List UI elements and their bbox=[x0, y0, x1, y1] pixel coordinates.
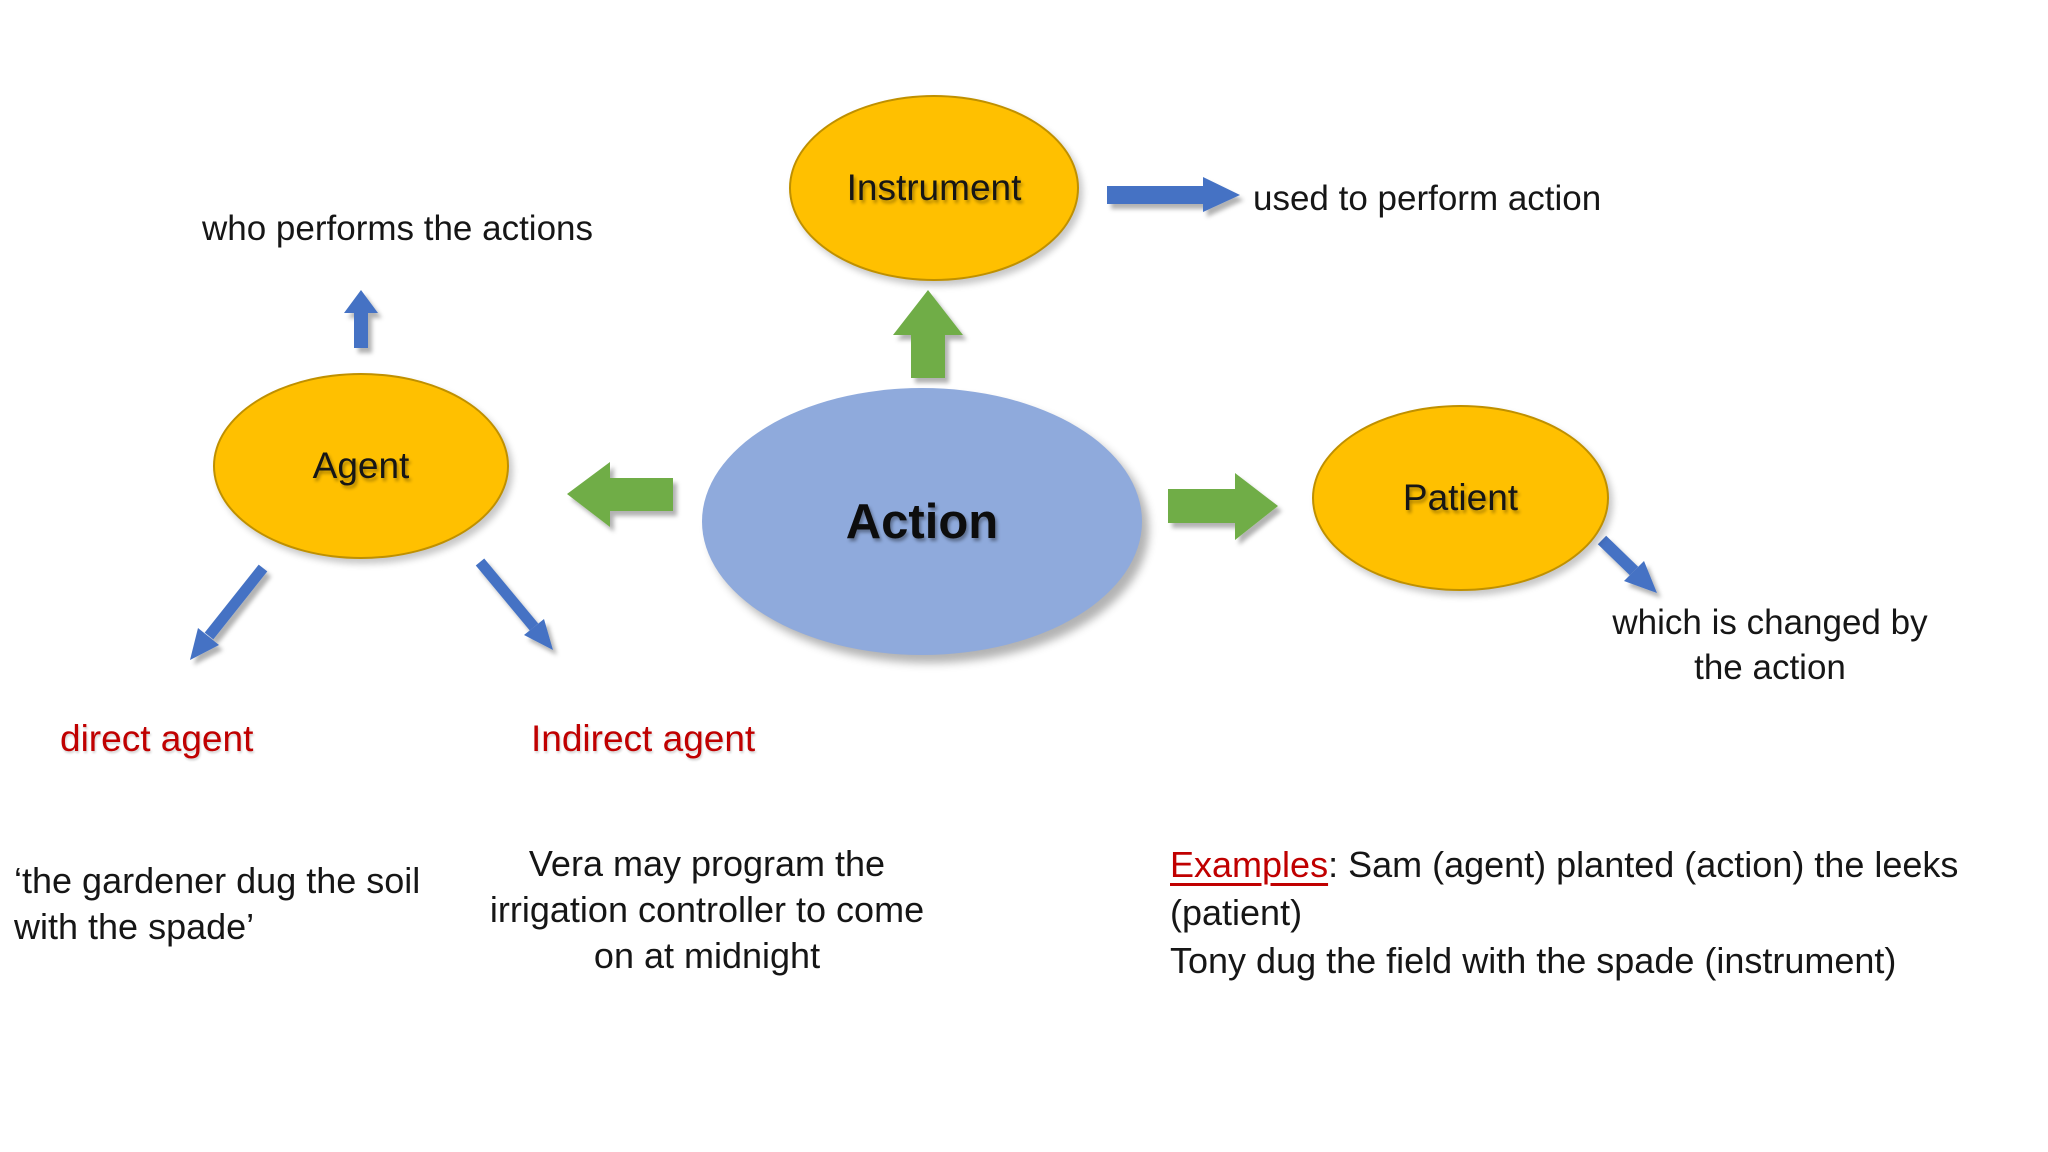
instrument-label: Instrument bbox=[846, 167, 1022, 208]
arrow-instrument-to-used bbox=[1107, 177, 1240, 212]
arrow-action-to-instrument bbox=[893, 290, 963, 378]
gardener-example: ‘the gardener dug the soil with the spad… bbox=[14, 858, 420, 950]
agent-label: Agent bbox=[312, 445, 410, 486]
vera-example-line2: irrigation controller to come bbox=[489, 889, 925, 930]
which-changed-line1: which is changed by bbox=[1612, 603, 1928, 642]
arrow-agent-to-direct bbox=[190, 564, 268, 660]
vera-example-line3: on at midnight bbox=[593, 935, 821, 976]
patient-label: Patient bbox=[1402, 477, 1519, 518]
examples-heading: Examples bbox=[1170, 844, 1329, 885]
arrow-action-to-patient bbox=[1168, 473, 1278, 540]
which-changed-line2: the action bbox=[1694, 648, 1846, 687]
arrow-agent-to-who-performs bbox=[344, 290, 378, 348]
direct-agent-label: direct agent bbox=[60, 718, 254, 759]
agent-node: Agent bbox=[213, 373, 509, 559]
patient-node: Patient bbox=[1312, 405, 1609, 591]
action-label: Action bbox=[845, 494, 999, 549]
arrow-patient-to-which bbox=[1597, 535, 1657, 593]
which-changed-label: which is changed by the action bbox=[1600, 600, 1940, 690]
examples-line1: Examples: Sam (agent) planted (action) t… bbox=[1170, 841, 1958, 889]
indirect-agent-label: Indirect agent bbox=[531, 718, 756, 759]
action-node: Action bbox=[702, 388, 1142, 655]
instrument-node: Instrument bbox=[789, 95, 1079, 281]
used-to-perform-label: used to perform action bbox=[1253, 179, 1602, 218]
examples-line2: (patient) bbox=[1170, 892, 1303, 933]
who-performs-label: who performs the actions bbox=[202, 209, 594, 248]
arrow-action-to-agent bbox=[567, 462, 673, 527]
vera-example-line1: Vera may program the bbox=[528, 843, 886, 884]
gardener-example-line2: with the spade’ bbox=[14, 906, 255, 947]
gardener-example-line1: ‘the gardener dug the soil bbox=[14, 860, 421, 901]
examples-line3: Tony dug the field with the spade (instr… bbox=[1170, 940, 1897, 981]
examples-block: Examples: Sam (agent) planted (action) t… bbox=[1170, 841, 1958, 985]
arrow-agent-to-indirect bbox=[475, 558, 553, 650]
examples-heading-rest: : Sam (agent) planted (action) the leeks bbox=[1328, 844, 1959, 885]
vera-example: Vera may program the irrigation controll… bbox=[486, 841, 928, 979]
